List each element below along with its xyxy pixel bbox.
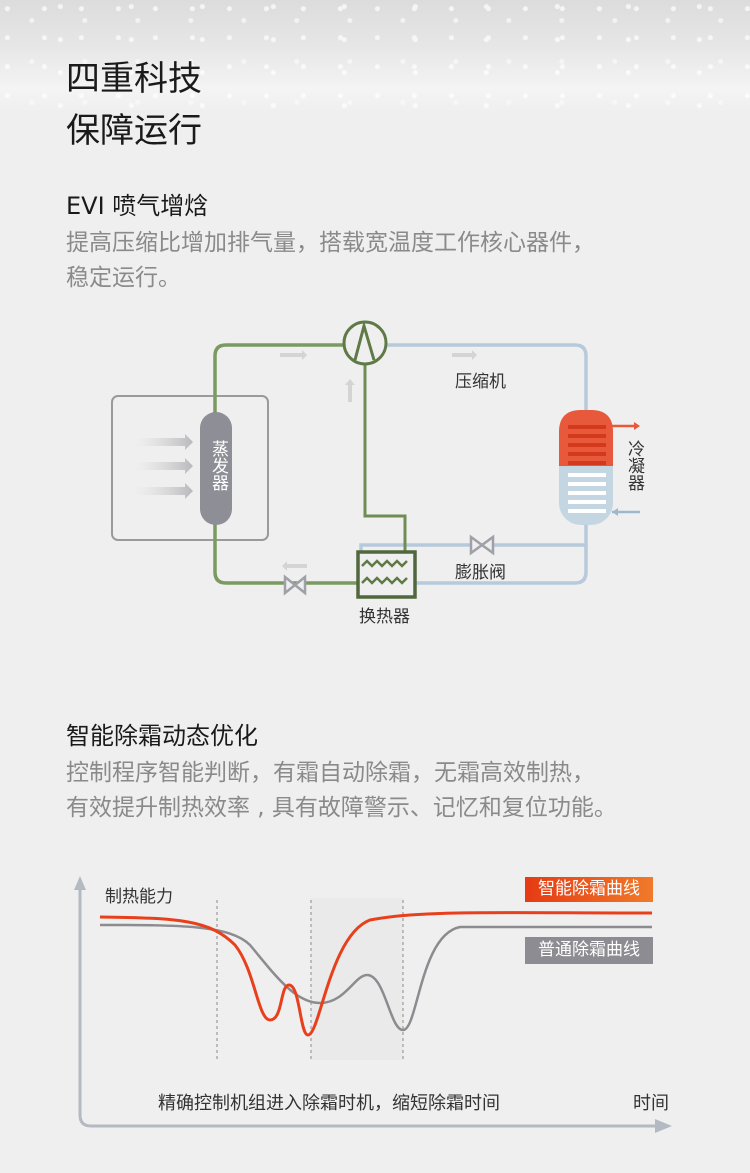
flow-arrows (280, 350, 477, 571)
expansion-valve-label: 膨胀阀 (455, 563, 506, 583)
cold-water-arrowhead (612, 508, 618, 516)
green-pipe-injection (363, 365, 407, 560)
evaporator-box (111, 395, 269, 541)
compressor-symbol (353, 320, 376, 361)
section2-desc-line1: 控制程序智能判断，有霜自动除霜，无霜高效制热， (66, 760, 595, 786)
legend-normal-defrost: 普通除霜曲线 (525, 937, 653, 964)
section1-desc-line2: 稳定运行。 (66, 265, 181, 291)
page-title-line1: 四重科技 (66, 59, 202, 99)
section1-desc-line1: 提高压缩比增加排气量，搭载宽温度工作核心器件， (66, 230, 595, 256)
section1-heading: EVI 喷气增焓 (66, 192, 209, 220)
chart-axes (78, 885, 660, 1128)
page-title-line2: 保障运行 (66, 111, 202, 151)
section2-desc-line2: 有效提升制热效率 , 具有故障警示、记忆和复位功能。 (66, 795, 617, 821)
evaporator (200, 412, 232, 525)
y-axis-label: 制热能力 (105, 887, 173, 907)
x-axis-arrow (655, 1119, 672, 1133)
x-axis-label: 时间 (633, 1093, 669, 1114)
smart-defrost-curve (99, 911, 653, 1037)
y-axis-arrow (74, 876, 86, 890)
chart-caption: 精确控制机组进入除霜时机，缩短除霜时间 (158, 1093, 500, 1114)
condenser-tank (559, 410, 613, 525)
compressor-label: 压缩机 (455, 372, 506, 392)
evaporator-label: 蒸发器 (208, 440, 228, 491)
hot-water-arrowhead (634, 422, 640, 430)
normal-defrost-curve (99, 923, 652, 1032)
heat-exchanger-icon (356, 550, 417, 599)
legend-smart-defrost: 智能除霜曲线 (525, 877, 653, 902)
compressor-icon (342, 320, 388, 366)
heat-exchanger-label: 换热器 (359, 607, 410, 627)
section2-heading: 智能除霜动态优化 (66, 722, 258, 750)
green-valve-icon (283, 574, 307, 596)
snow-background (0, 0, 750, 112)
condenser-label: 冷凝器 (624, 440, 644, 491)
expansion-valve-icon (469, 534, 495, 556)
hx-coil-top (361, 559, 408, 568)
blue-pipe-main (387, 343, 588, 585)
air-flow-arrows (135, 434, 193, 499)
hx-coil-bottom (361, 576, 408, 585)
